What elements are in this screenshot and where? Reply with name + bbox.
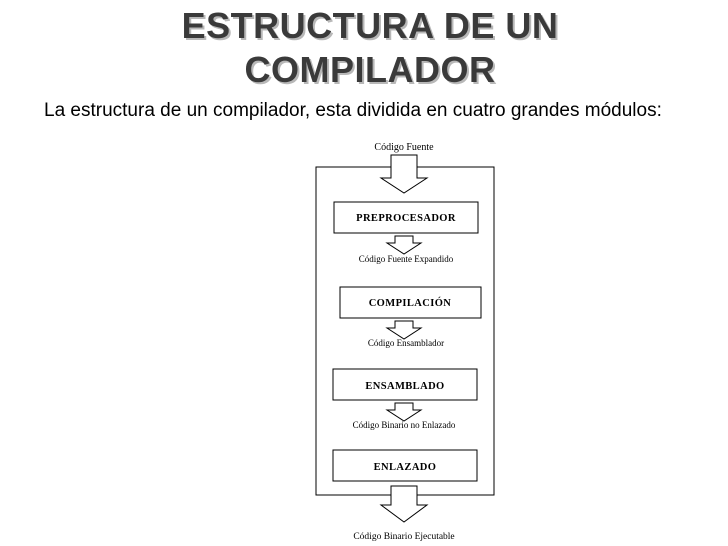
stage-label-enlazado: ENLAZADO	[374, 462, 437, 473]
exit-arrow-icon	[379, 485, 429, 523]
intermediate-label-expandido: Código Fuente Expandido	[359, 254, 454, 264]
flow-arrow-icon	[385, 402, 423, 422]
stage-label-compilacion: COMPILACIÓN	[369, 297, 452, 309]
input-label: Código Fuente	[374, 142, 434, 153]
slide-title: ESTRUCTURA DE UN COMPILADOR	[60, 4, 680, 92]
stage-box-enlazado	[332, 449, 478, 482]
flow-arrow-icon	[385, 320, 423, 340]
stage-box-preprocesador	[333, 201, 479, 234]
flow-arrow-icon	[385, 235, 423, 255]
stage-label-ensamblado: ENSAMBLADO	[365, 381, 444, 392]
output-label: Código Binario Ejecutable	[353, 532, 454, 542]
entry-arrow-icon	[379, 154, 429, 194]
intro-paragraph: La estructura de un compilador, esta div…	[44, 100, 662, 121]
stage-box-compilacion	[339, 286, 482, 319]
intermediate-label-no-enlazado: Código Binario no Enlazado	[353, 420, 456, 430]
stage-label-preprocesador: PREPROCESADOR	[356, 213, 456, 224]
title-line-1: ESTRUCTURA DE UN	[181, 5, 559, 46]
intermediate-label-ensamblador: Código Ensamblador	[368, 338, 444, 348]
title-line-2: COMPILADOR	[244, 49, 496, 90]
stage-box-ensamblado	[332, 368, 478, 401]
